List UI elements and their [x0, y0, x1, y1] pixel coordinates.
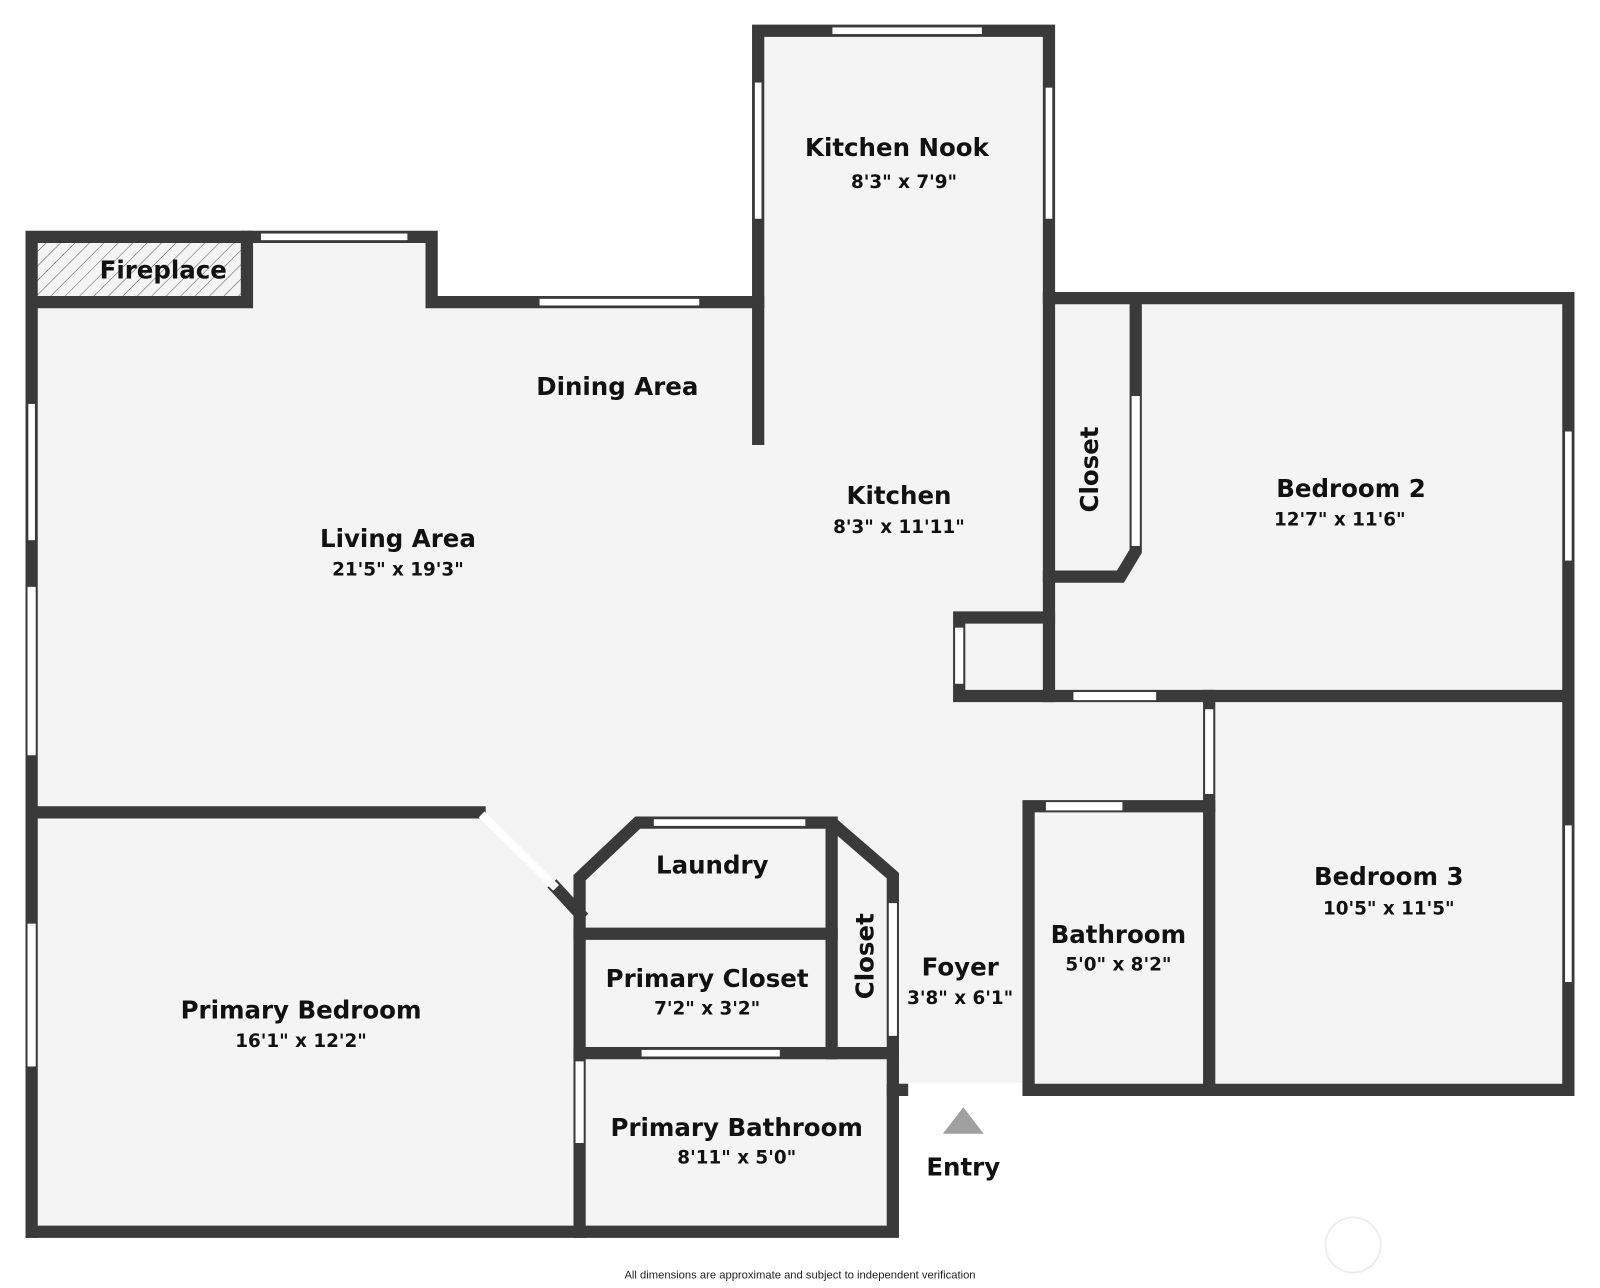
entry-arrow-icon — [942, 1107, 984, 1134]
bedroom2-closet-label: Closet — [1075, 426, 1104, 512]
laundry-label: Laundry — [656, 851, 769, 880]
bedroom-2-dims: 12'7" x 11'6" — [1274, 510, 1406, 531]
bathroom-dims: 5'0" x 8'2" — [1065, 955, 1171, 976]
primary-bathroom-label: Primary Bathroom — [611, 1113, 863, 1142]
primary-closet-dims: 7'2" x 3'2" — [654, 998, 760, 1019]
bathroom-label: Bathroom — [1051, 920, 1186, 949]
disclaimer: All dimensions are approximate and subje… — [624, 1270, 975, 1282]
primary-bedroom-label: Primary Bedroom — [181, 995, 422, 1024]
bedroom-2-label: Bedroom 2 — [1276, 474, 1426, 503]
kitchen-nook-label: Kitchen Nook — [805, 133, 990, 162]
kitchen-dims: 8'3" x 11'11" — [833, 517, 965, 538]
windows — [26, 25, 1574, 1059]
foyer-closet-label: Closet — [850, 913, 879, 999]
kitchen-nook-dims: 8'3" x 7'9" — [851, 172, 957, 193]
fireplace-hatch — [31, 236, 247, 303]
foyer-label: Foyer — [922, 953, 999, 982]
bedroom-3-label: Bedroom 3 — [1314, 862, 1464, 891]
diagonal-window — [478, 811, 559, 891]
primary-closet-label: Primary Closet — [606, 964, 809, 993]
floor-area — [31, 30, 1569, 1232]
kitchen-label: Kitchen — [846, 481, 951, 510]
living-area-label: Living Area — [320, 524, 476, 553]
primary-bedroom-dims: 16'1" x 12'2" — [235, 1031, 367, 1052]
openings — [27, 396, 1214, 1143]
compass-icon — [1324, 1216, 1382, 1274]
living-area-dims: 21'5" x 19'3" — [332, 560, 464, 581]
entry-label: Entry — [926, 1153, 1000, 1182]
fireplace-label: Fireplace — [100, 256, 227, 285]
foyer-dims: 3'8" x 6'1" — [907, 988, 1013, 1009]
bedroom-3-dims: 10'5" x 11'5" — [1323, 898, 1455, 919]
primary-bathroom-dims: 8'11" x 5'0" — [677, 1147, 796, 1168]
dining-area-label: Dining Area — [536, 372, 698, 401]
